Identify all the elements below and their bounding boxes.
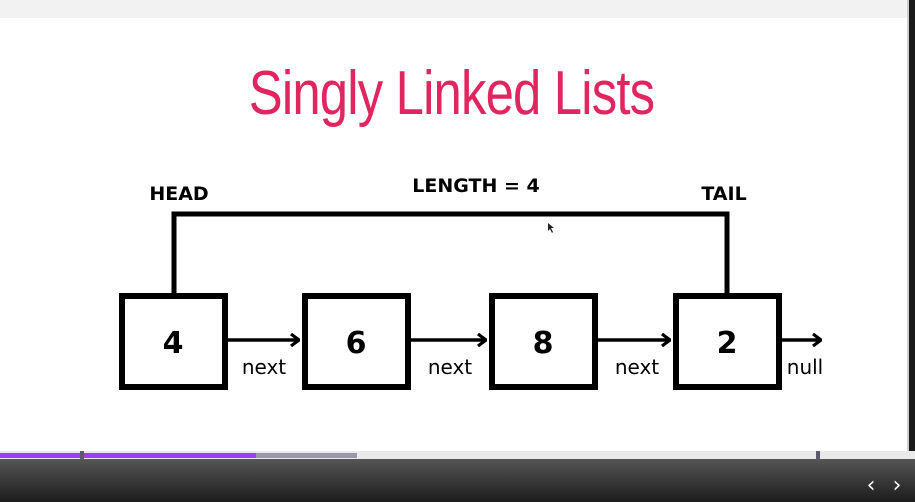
node-value-0: 4	[163, 326, 184, 361]
player-controls-bar	[0, 455, 915, 502]
previous-slide-button[interactable]: ‹	[866, 473, 876, 498]
next-label-2: next	[615, 355, 659, 379]
top-strip	[0, 0, 915, 18]
node-box-3	[673, 293, 782, 390]
null-label: null	[787, 355, 823, 379]
node-value-2: 8	[533, 326, 554, 361]
right-edge	[909, 0, 915, 455]
node-value-3: 2	[717, 326, 738, 361]
tail-label: TAIL	[701, 183, 746, 205]
head-tail-bracket	[171, 211, 730, 293]
mouse-cursor-icon	[548, 223, 554, 233]
length-label: LENGTH = 4	[412, 175, 539, 197]
progress-played	[0, 453, 256, 458]
node-box-1	[302, 293, 411, 390]
next-label-1: next	[428, 355, 472, 379]
next-slide-button[interactable]: ›	[892, 473, 902, 498]
chapter-marker[interactable]	[80, 451, 84, 460]
next-label-0: next	[242, 355, 286, 379]
node-box-2	[489, 293, 598, 390]
node-box-0	[119, 293, 228, 390]
right-edge-shade	[907, 0, 909, 455]
head-label: HEAD	[149, 183, 208, 205]
chapter-marker[interactable]	[816, 451, 820, 460]
slide-title: Singly Linked Lists	[248, 59, 655, 128]
node-value-1: 6	[346, 326, 367, 361]
linked-list-diagram: HEAD LENGTH = 4 TAIL 4 6 8 2 next next n…	[119, 175, 823, 390]
progress-bar[interactable]	[0, 451, 915, 460]
